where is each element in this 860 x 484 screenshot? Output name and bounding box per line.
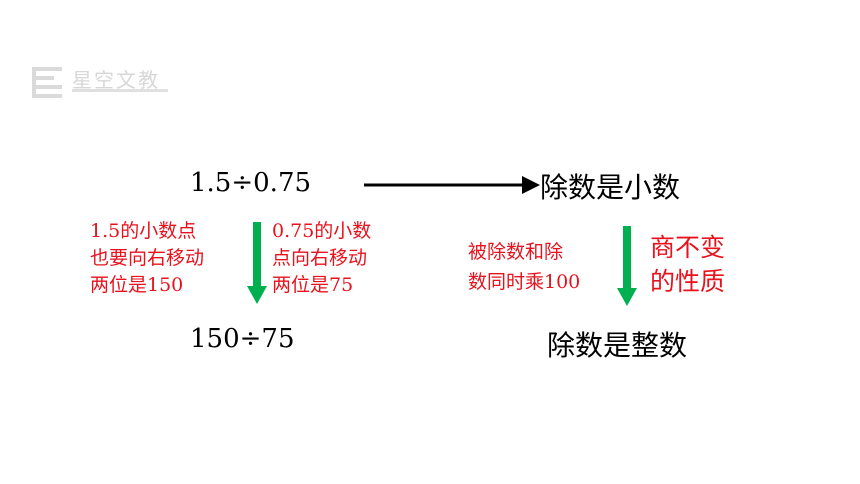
bottom-result: 除数是整数 — [547, 329, 688, 362]
middle-note-line: 两位是75 — [272, 274, 354, 296]
left-note: 1.5的小数点 也要向右移动 两位是150 — [90, 218, 204, 299]
left-note-line: 1.5的小数点 — [90, 220, 197, 242]
middle-note-line: 点向右移动 — [272, 247, 368, 269]
down-arrow-icon — [247, 222, 267, 304]
top-expression: 1.5÷0.75 — [190, 168, 312, 198]
logo-underline — [72, 89, 168, 92]
logo-icon — [32, 67, 62, 98]
rule-note-line: 的性质 — [650, 267, 726, 296]
right-note-line: 数同时乘100 — [468, 271, 581, 293]
rule-note: 商不变 的性质 — [650, 231, 725, 299]
down-arrow-icon — [617, 226, 637, 306]
middle-note: 0.75的小数 点向右移动 两位是75 — [272, 218, 371, 299]
right-note: 被除数和除 数同时乘100 — [468, 237, 580, 297]
right-note-line: 被除数和除 — [468, 241, 564, 263]
right-arrow-icon — [364, 176, 540, 194]
left-note-line: 两位是150 — [90, 274, 184, 296]
logo-text: 星空文教 — [72, 68, 160, 92]
watermark-logo: 星空文教 — [30, 64, 175, 100]
middle-note-line: 0.75的小数 — [272, 220, 372, 242]
left-note-line: 也要向右移动 — [90, 247, 205, 269]
rule-note-line: 商不变 — [650, 233, 726, 262]
top-result: 除数是小数 — [540, 171, 681, 204]
bottom-expression: 150÷75 — [190, 324, 295, 354]
